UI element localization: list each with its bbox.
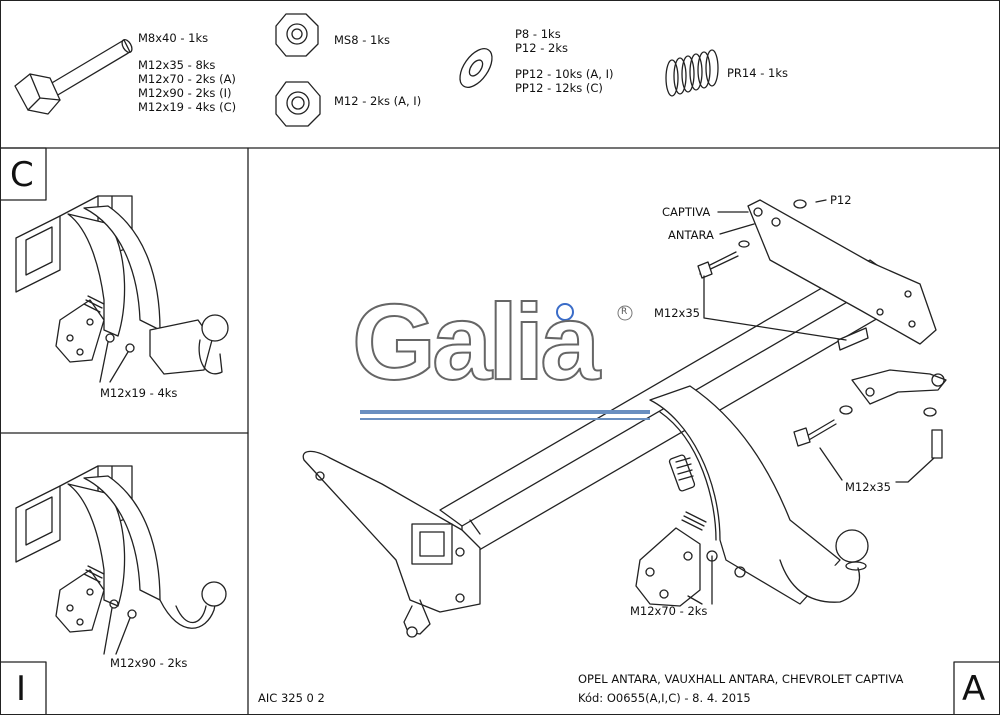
- captiva-callout: CAPTIVA: [662, 205, 711, 219]
- variant-c-callout: M12x19 - 4ks: [100, 386, 178, 400]
- spring-label: PR14 - 1ks: [727, 66, 788, 80]
- variant-c-drawing: [15, 195, 229, 383]
- m8-nut-icon: [275, 13, 319, 57]
- drawing-code: AIC 325 0 2: [258, 691, 325, 705]
- variant-a-letter: A: [962, 669, 986, 709]
- variant-i-callout: M12x90 - 2ks: [110, 656, 188, 670]
- bolt-label: M8x40 - 1ks M12x35 - 8ks M12x70 - 2ks (A…: [138, 31, 237, 114]
- p12-callout: P12: [830, 193, 852, 207]
- galia-logo-text: Galia: [351, 281, 601, 402]
- variant-i-drawing: [15, 465, 227, 655]
- variant-c-box: [0, 147, 47, 201]
- m8-nut-label: MS8 - 1ks: [334, 33, 390, 47]
- bolt-icon: [14, 38, 133, 115]
- washer-icon: [459, 48, 493, 88]
- washer-label: P8 - 1ks P12 - 2ks PP12 - 10ks (A, I) PP…: [515, 27, 614, 95]
- m12x35-right-callout: M12x35: [845, 480, 891, 494]
- main-assembly-drawing: [302, 199, 947, 638]
- m12x70-callout: M12x70 - 2ks: [630, 604, 708, 618]
- antara-callout: ANTARA: [668, 228, 714, 242]
- variant-a-box: [953, 661, 1000, 715]
- m12-nut-icon: [275, 81, 321, 127]
- registered-mark: R: [621, 307, 628, 317]
- galia-logo: [360, 303, 650, 420]
- vehicle-list: OPEL ANTARA, VAUXHALL ANTARA, CHEVROLET …: [578, 672, 904, 686]
- variant-i-box: [0, 661, 47, 715]
- m12x35-top-callout: M12x35: [654, 306, 700, 320]
- variant-c-letter: C: [10, 155, 34, 195]
- document-code-date: Kód: O0655(A,I,C) - 8. 4. 2015: [578, 691, 751, 705]
- spring-icon: [665, 49, 719, 97]
- m12-nut-label: M12 - 2ks (A, I): [334, 94, 422, 108]
- variant-i-letter: I: [16, 669, 27, 709]
